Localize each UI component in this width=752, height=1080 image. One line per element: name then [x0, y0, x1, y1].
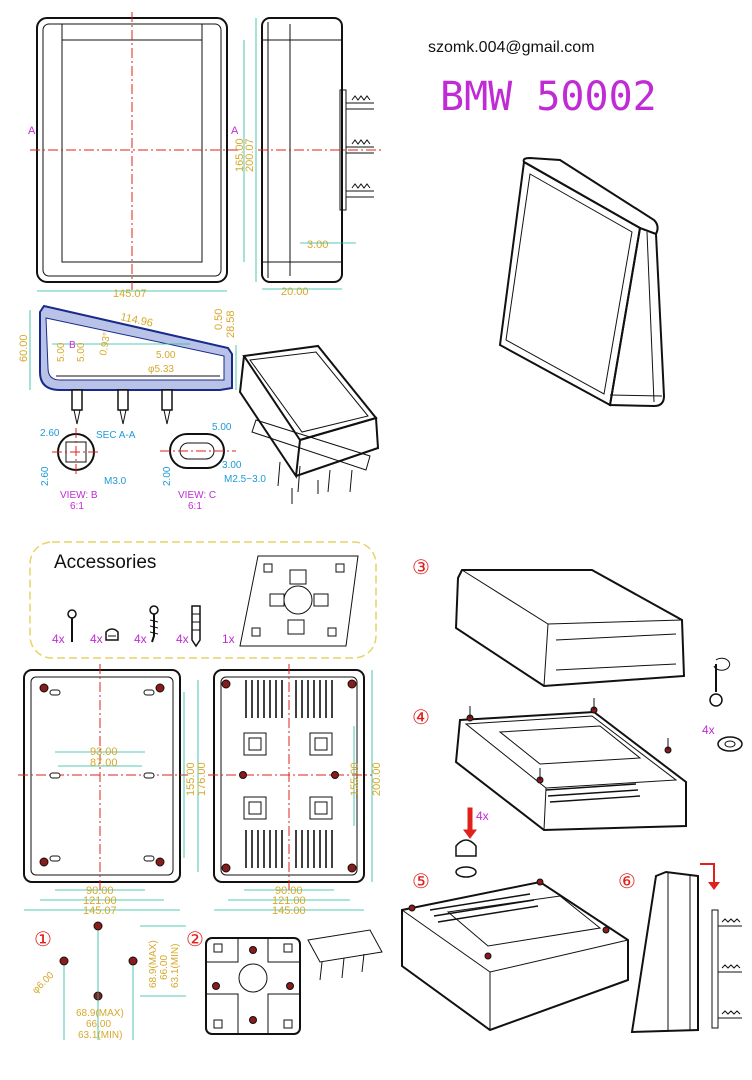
view-c-detail: 5.00 2.00 3.00 M2.5~3.0 VIEW: C 6:1 — [160, 422, 266, 512]
back-h1-dim: 155.00 — [185, 762, 197, 796]
hole-h1-dim: 68.9(MAX) — [76, 1008, 124, 1019]
section-b-dim: 28.58 — [225, 310, 237, 338]
rubber-foot-icon — [105, 628, 119, 641]
step-5-marker: ⑤ — [412, 869, 430, 893]
step-1-hole-pattern: ① φ6.00 68.9(MAX) 66.00 63.1(MIN) 68.9(M… — [30, 921, 186, 1041]
wood-screw-icon — [149, 605, 159, 643]
view-c-label: VIEW: C — [178, 490, 216, 501]
accessory-qty-2: 4x — [90, 632, 103, 646]
bottom-w2-dim: 121.00 — [272, 895, 306, 907]
back-h2-dim: 176.00 — [196, 762, 208, 796]
marker-a-right: A — [231, 125, 239, 137]
section-a-a: 114.96 0.50 28.58 60.00 5.00 5.00 0.93° … — [18, 304, 237, 441]
view-b-label: VIEW: B — [60, 490, 98, 501]
step-4-qty: 4x — [702, 723, 715, 737]
mounting-bracket-icon — [239, 555, 359, 647]
accessory-qty-4: 4x — [176, 632, 189, 646]
back-w3-dim: 145.07 — [83, 905, 117, 917]
back-w1-dim: 90.00 — [86, 885, 114, 897]
bottom-w1-dim: 90.00 — [275, 885, 303, 897]
section-g-dim: φ5.33 — [148, 364, 174, 375]
marker-b: B — [69, 340, 76, 351]
accessory-qty-1: 4x — [52, 632, 65, 646]
step-2-marker: ② — [186, 927, 204, 951]
hole-v2-dim: 66.00 — [159, 955, 170, 980]
section-height-dim: 60.00 — [18, 334, 30, 362]
section-d-dim: 5.00 — [76, 342, 87, 362]
marker-a-left: A — [28, 125, 36, 137]
step-4-feet: ④ 4x — [412, 657, 743, 832]
bottom-view: 155.00 200.00 90.00 121.00 145.00 — [208, 664, 383, 917]
step-1-marker: ① — [34, 927, 52, 951]
exploded-assembly-view — [238, 344, 380, 504]
hole-h2-dim: 66.00 — [86, 1019, 111, 1030]
email-text: szomk.004@gmail.com — [428, 39, 595, 56]
front-height-dim: 200.07 — [244, 138, 256, 172]
bottom-w3-dim: 145.00 — [272, 905, 306, 917]
accessory-qty-5: 1x — [222, 632, 235, 646]
hole-v1-dim: 68.9(MAX) — [148, 940, 159, 988]
accessories-panel: Accessories 4x 4x 4x 4x 1x — [29, 541, 377, 659]
side-view: 20.00 3.00 — [258, 17, 382, 298]
view-b-h-dim: 2.60 — [40, 466, 51, 486]
step-5-feet: ⑤ 4x — [401, 807, 629, 1032]
back-inner-w2-dim: 87.00 — [90, 757, 118, 769]
view-c-h-dim: 2.00 — [162, 466, 173, 486]
bottom-h2-dim: 200.00 — [371, 762, 383, 796]
hole-v3-dim: 63.1(MIN) — [170, 944, 181, 988]
section-c-dim: 5.00 — [56, 342, 67, 362]
front-width-dim: 145.07 — [113, 288, 147, 300]
step-2-bracket: ② — [186, 927, 383, 1035]
section-f-dim: 5.00 — [156, 350, 176, 361]
front-inner-height-dim: 165.00 — [234, 138, 246, 172]
step-3-assembled: ③ — [412, 555, 686, 688]
view-c-scale: 6:1 — [188, 501, 202, 512]
model-title: BMW 50002 — [440, 74, 657, 120]
section-a-dim: 0.50 — [213, 309, 225, 330]
step-6-wall-mount: ⑥ — [618, 863, 742, 1034]
step-6-marker: ⑥ — [618, 869, 636, 893]
hole-diameter-dim: φ6.00 — [30, 970, 56, 996]
back-w2-dim: 121.00 — [83, 895, 117, 907]
hole-h3-dim: 63.1(MIN) — [78, 1030, 122, 1041]
side-small-dim: 3.00 — [307, 239, 328, 251]
view-b-detail: 2.60 2.60 M3.0 VIEW: B 6:1 — [40, 428, 127, 512]
accessories-title: Accessories — [54, 552, 156, 573]
long-screw-icon — [67, 609, 77, 642]
step-3-marker: ③ — [412, 555, 430, 579]
back-view: 93.00 87.00 155.00 176.00 90.00 121.00 1… — [18, 664, 208, 917]
step-4-marker: ④ — [412, 705, 430, 729]
section-e-dim: 0.93° — [98, 331, 113, 356]
view-b-screw: M3.0 — [104, 476, 127, 487]
view-b-w-dim: 2.60 — [40, 428, 60, 439]
accessory-qty-3: 4x — [134, 632, 147, 646]
back-inner-w-dim: 93.00 — [90, 746, 118, 758]
side-depth-dim: 20.00 — [281, 286, 309, 298]
view-c-d-dim: 3.00 — [222, 460, 242, 471]
step-5-qty: 4x — [476, 809, 489, 823]
view-c-w-dim: 5.00 — [212, 422, 232, 433]
front-view: A A 145.07 165.00 200.07 — [28, 12, 257, 300]
sec-a-a-label: SEC A-A — [96, 430, 136, 441]
iso-enclosure-view — [498, 156, 666, 408]
view-b-scale: 6:1 — [70, 501, 84, 512]
wall-plug-icon — [191, 605, 201, 648]
view-c-screw: M2.5~3.0 — [224, 474, 266, 485]
bottom-h1-dim: 155.00 — [349, 762, 361, 796]
